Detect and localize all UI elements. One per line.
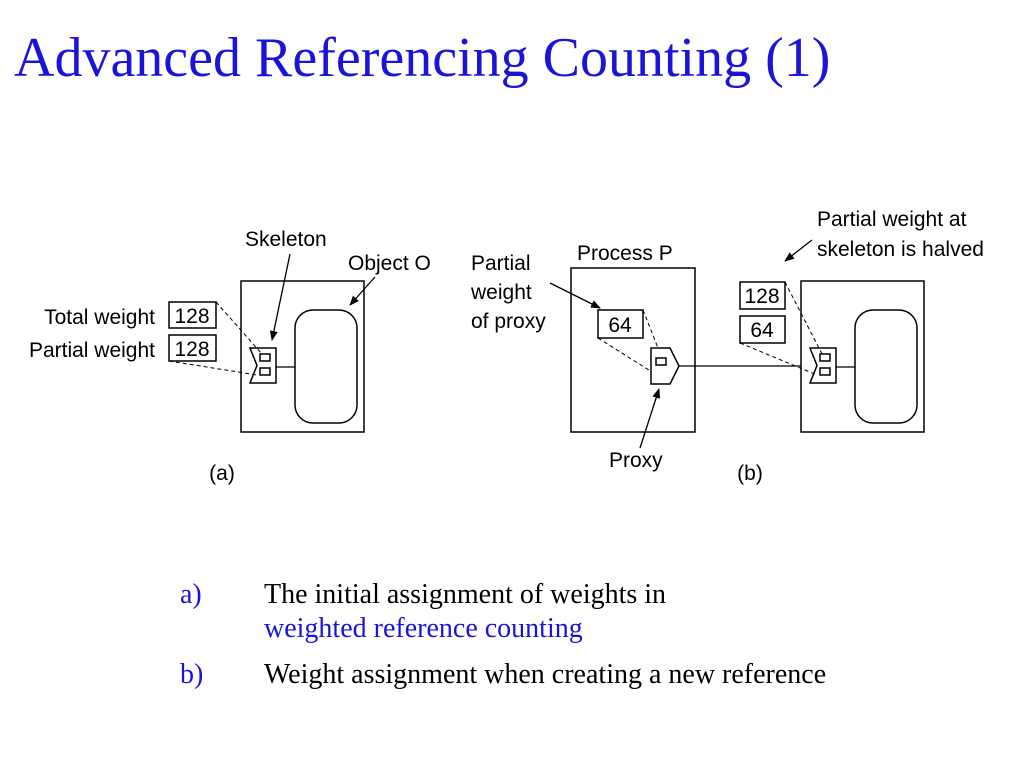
total-weight-value: 128 — [174, 305, 209, 328]
partial-weight-proxy-arrow — [549, 282, 601, 309]
caption-a: (a) — [209, 462, 235, 485]
skeleton-partial-weight-box — [739, 315, 786, 344]
skeleton-slot-top-b — [819, 353, 831, 362]
bullet-text-a: The initial assignment of weights in — [264, 579, 667, 610]
skeleton-total-weight-value: 128 — [744, 285, 779, 308]
proxy-weight-value: 64 — [608, 314, 632, 337]
partial-weight-label: Partial weight — [29, 339, 155, 362]
partial-weight-proxy-label-line2: weight — [470, 281, 532, 304]
partial-weight-value: 128 — [174, 338, 209, 361]
proxy-label: Proxy — [609, 449, 663, 472]
proxy-arrow — [639, 388, 661, 449]
skeleton-slot-bottom-b — [819, 367, 831, 376]
skeleton-halved-arrow — [784, 239, 813, 262]
bullet-marker-a: a) — [180, 579, 202, 610]
process-p-box — [570, 267, 696, 433]
total-weight-box — [168, 301, 217, 329]
bullet-item-b: b) Weight assignment when creating a new… — [180, 658, 940, 692]
partial-weight-box — [168, 334, 217, 362]
bullet-item-a: a) The initial assignment of weights in … — [180, 578, 940, 646]
proxy-weight-leader-bottom — [597, 337, 653, 373]
diagram-a: Total weight 128 Partial weight 128 Skel… — [29, 228, 431, 485]
bullet-text-b: Weight assignment when creating a new re… — [264, 659, 827, 690]
slide-title: Advanced Referencing Counting (1) — [14, 27, 831, 89]
skeleton-halved-note-line2: skeleton is halved — [817, 238, 984, 261]
skeleton-total-weight-box — [739, 281, 786, 310]
skeleton-arrow — [269, 253, 291, 341]
object-o-arrow — [349, 276, 376, 306]
object-o-shape-a — [294, 309, 358, 424]
skeleton-slot-bottom-a — [259, 367, 271, 376]
caption-bullet-list: a) The initial assignment of weights in … — [180, 578, 940, 704]
proxy-weight-box — [597, 309, 644, 339]
bullet-marker-b: b) — [180, 659, 204, 690]
partial-weight-proxy-label-line3: of proxy — [471, 310, 546, 333]
skeleton-slot-top-a — [259, 353, 271, 362]
partial-weight-leader-a — [168, 360, 258, 376]
skeleton-partial-weight-value: 64 — [750, 319, 774, 342]
diagram-b: Process P Partial weight of proxy 64 Pro… — [470, 208, 984, 485]
process-p-label: Process P — [577, 242, 673, 265]
skeleton-halved-note-line1: Partial weight at — [817, 208, 967, 231]
bullet-text-a-wrap: The initial assignment of weights in wei… — [264, 578, 666, 646]
bullet-text-a-accent: weighted reference counting — [264, 613, 583, 644]
caption-b: (b) — [737, 462, 763, 485]
proxy-shape — [650, 347, 680, 385]
object-o-label: Object O — [348, 252, 431, 275]
total-weight-leader-a — [215, 301, 263, 355]
object-o-shape-b — [854, 309, 918, 424]
proxy-slot — [655, 357, 667, 366]
partial-weight-proxy-label-line1: Partial — [471, 252, 531, 275]
skeleton-label: Skeleton — [245, 228, 327, 251]
total-weight-label: Total weight — [44, 306, 155, 329]
